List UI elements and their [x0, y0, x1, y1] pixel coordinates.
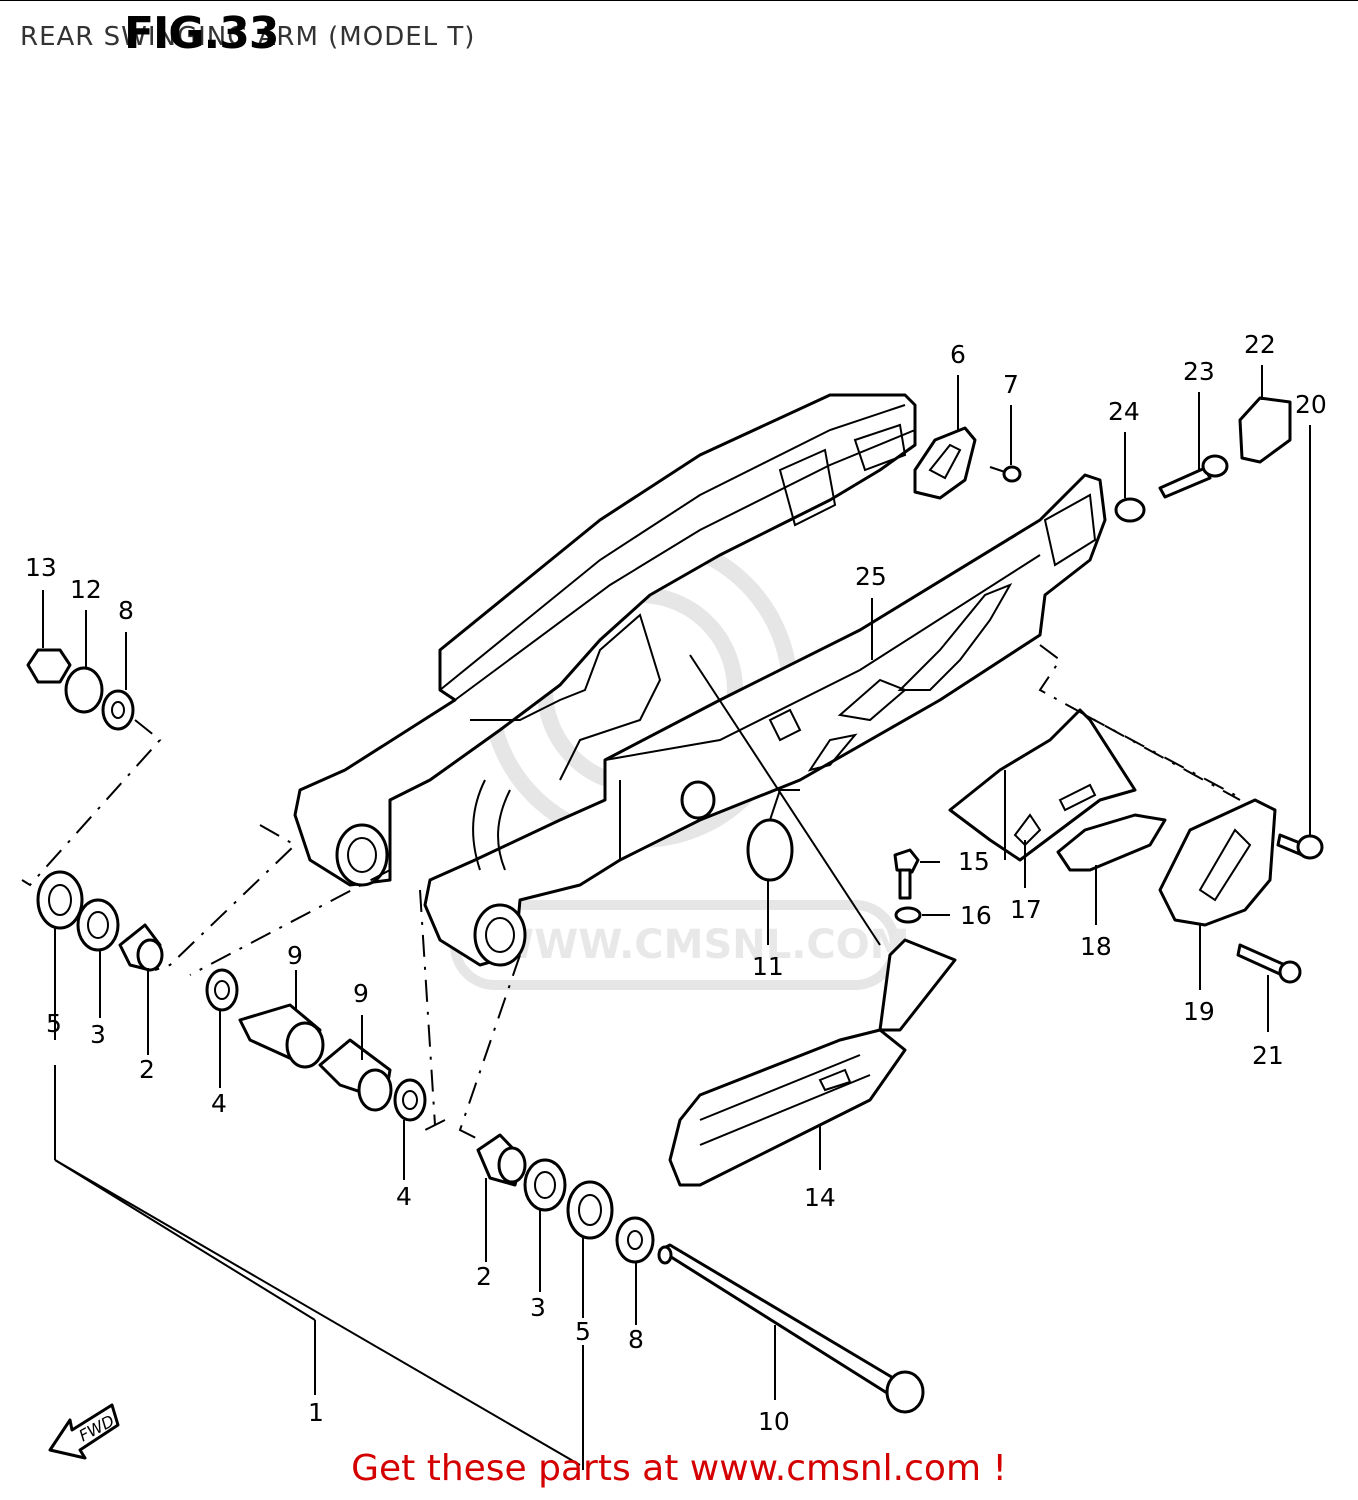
spacer-9-b	[318, 1038, 393, 1112]
top-border	[0, 0, 1358, 1]
footer-link[interactable]: Get these parts at www.cmsnl.com !	[351, 1448, 1007, 1489]
nut-13	[26, 648, 72, 684]
bolt-23	[1158, 454, 1229, 499]
clip	[1238, 396, 1292, 464]
callout-3-right: 3	[530, 1293, 546, 1322]
callout-21: 21	[1252, 1041, 1284, 1070]
spacer-9-a	[238, 1003, 325, 1069]
callout-22: 22	[1244, 330, 1276, 359]
callout-6: 6	[950, 340, 966, 369]
leader-lines	[42, 365, 1311, 1470]
callout-5-left: 5	[46, 1009, 62, 1038]
bearing-2-left	[118, 923, 164, 972]
watermark-text: WWW.CMSNL.COM	[490, 922, 910, 968]
callout-25: 25	[855, 562, 887, 591]
callout-3-left: 3	[90, 1020, 106, 1049]
callout-9-b: 9	[353, 979, 369, 1008]
cap	[746, 818, 794, 882]
diagram-subtitle: REAR SWINGING ARM (MODEL T)	[20, 22, 476, 52]
bearing-2-right	[476, 1133, 527, 1187]
screw	[989, 465, 1022, 483]
callout-12: 12	[70, 575, 102, 604]
washer-16	[894, 906, 922, 924]
callout-18: 18	[1080, 932, 1112, 961]
seal-5-right	[566, 1180, 614, 1240]
guide-plate	[1158, 798, 1277, 927]
callout-5-right: 5	[575, 1317, 591, 1346]
washer-4-left	[205, 968, 239, 1012]
callout-10: 10	[758, 1407, 790, 1436]
guide-pad	[1056, 813, 1167, 872]
chain-adjuster	[913, 426, 977, 500]
pivot-shaft	[657, 1243, 925, 1414]
chain-buffer	[668, 938, 957, 1187]
seal-5-left	[36, 870, 84, 930]
callout-4-right: 4	[396, 1182, 412, 1211]
callout-20: 20	[1295, 390, 1327, 419]
callout-17: 17	[1010, 895, 1042, 924]
bearing-3-right	[523, 1158, 567, 1212]
callout-4-left: 4	[211, 1089, 227, 1118]
callout-16: 16	[960, 901, 992, 930]
bearing-3-left	[76, 898, 120, 952]
callout-1: 1	[308, 1398, 324, 1427]
nut-24	[1114, 497, 1146, 523]
callout-13: 13	[25, 553, 57, 582]
swinging-arm	[293, 393, 1107, 967]
callout-24: 24	[1108, 397, 1140, 426]
callout-7: 7	[1003, 370, 1019, 399]
callout-2-right: 2	[476, 1262, 492, 1291]
callout-19: 19	[1183, 997, 1215, 1026]
washer-4-right	[393, 1078, 427, 1122]
figure-title: FIG.33	[124, 8, 279, 59]
callout-8-upper: 8	[118, 596, 134, 625]
callout-11: 11	[752, 952, 784, 981]
bolt-20	[1276, 833, 1324, 860]
decal	[759, 583, 1013, 851]
callout-14: 14	[804, 1183, 836, 1212]
callout-9-a: 9	[287, 941, 303, 970]
washer-8-lower	[615, 1216, 655, 1264]
bolt-21	[1236, 943, 1302, 984]
callout-8-lower: 8	[628, 1325, 644, 1354]
bolt-15	[893, 848, 920, 900]
callout-15: 15	[958, 847, 990, 876]
callout-2-left: 2	[139, 1055, 155, 1084]
chain-guide	[948, 708, 1137, 862]
callout-23: 23	[1183, 357, 1215, 386]
washer-12	[64, 666, 104, 714]
assembly-lines	[21, 644, 1241, 1141]
callout-labels: 13 12 8 6 7 24 23 22 25 20 15 16 17 18 1…	[25, 330, 1327, 1436]
washer-8-upper	[101, 689, 135, 731]
